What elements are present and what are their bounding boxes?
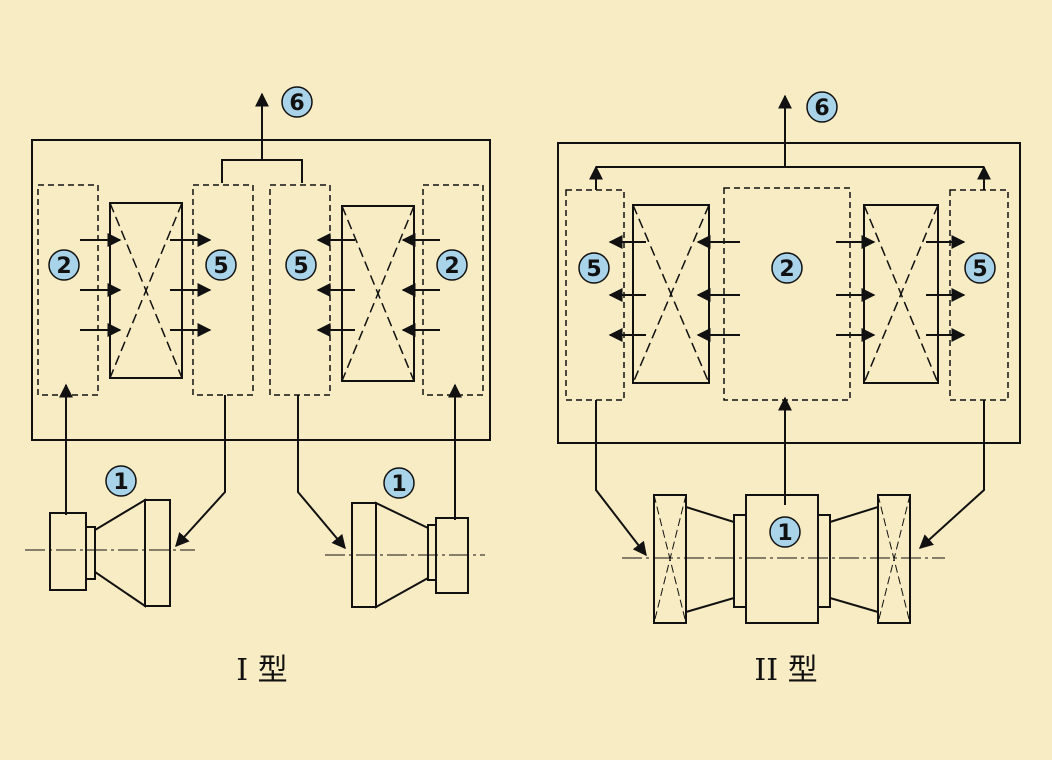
type2-fan-ducts	[595, 396, 985, 557]
type1-fan-ducts	[59, 383, 462, 550]
type2-caption: II 型	[754, 653, 817, 688]
outlet-chamber-label: 5	[586, 257, 601, 282]
outlet-label: 6	[289, 91, 304, 116]
type1-fan-right	[325, 501, 485, 609]
type1-flow-arrows	[80, 233, 440, 337]
type2-badges: 6 5 2 5 1	[578, 91, 996, 548]
type1-badges: 6 2 5 5 2 1 1	[48, 86, 468, 499]
outlet-label: 6	[814, 96, 829, 121]
fan-label: 1	[777, 521, 792, 546]
type2-housing	[557, 142, 1021, 444]
type1-outlet-chamber-badge-right: 5	[285, 249, 317, 281]
type2-inlet-badge-center: 2	[771, 252, 803, 284]
type2-outlet-chamber-badge-right: 5	[964, 252, 996, 284]
type1-inlet-badge-left: 2	[48, 249, 80, 281]
outlet-chamber-label: 5	[213, 254, 228, 279]
inlet-label: 2	[56, 254, 71, 279]
type2-outlet-badge: 6	[806, 91, 838, 123]
type1-fan-badge-right: 1	[383, 467, 415, 499]
type1-fan-left	[25, 498, 195, 608]
type1-fan-badge-left: 1	[105, 465, 137, 497]
type2-outlet-duct	[589, 94, 991, 190]
type1-filter-right	[341, 205, 415, 382]
type2-flow-arrows	[608, 235, 966, 342]
outlet-chamber-label: 5	[293, 254, 308, 279]
outlet-chamber-label: 5	[972, 257, 987, 282]
type2-diagram: 6 5 2 5 1 II 型	[557, 91, 1021, 688]
type1-outlet-badge: 6	[281, 86, 313, 118]
type2-outlet-chamber-badge-left: 5	[578, 252, 610, 284]
type2-inlet-chamber-center	[723, 187, 851, 401]
type1-inlet-badge-right: 2	[436, 249, 468, 281]
fan-label: 1	[113, 470, 128, 495]
type2-fan	[622, 494, 945, 624]
type2-fan-badge: 1	[769, 516, 801, 548]
inlet-label: 2	[779, 257, 794, 282]
inlet-label: 2	[444, 254, 459, 279]
type1-outlet-duct	[221, 92, 303, 183]
type1-outlet-chamber-badge-left: 5	[205, 249, 237, 281]
type1-caption: I 型	[236, 653, 287, 688]
fan-label: 1	[391, 472, 406, 497]
type1-diagram: 6 2 5 5 2 1 1	[25, 86, 491, 688]
